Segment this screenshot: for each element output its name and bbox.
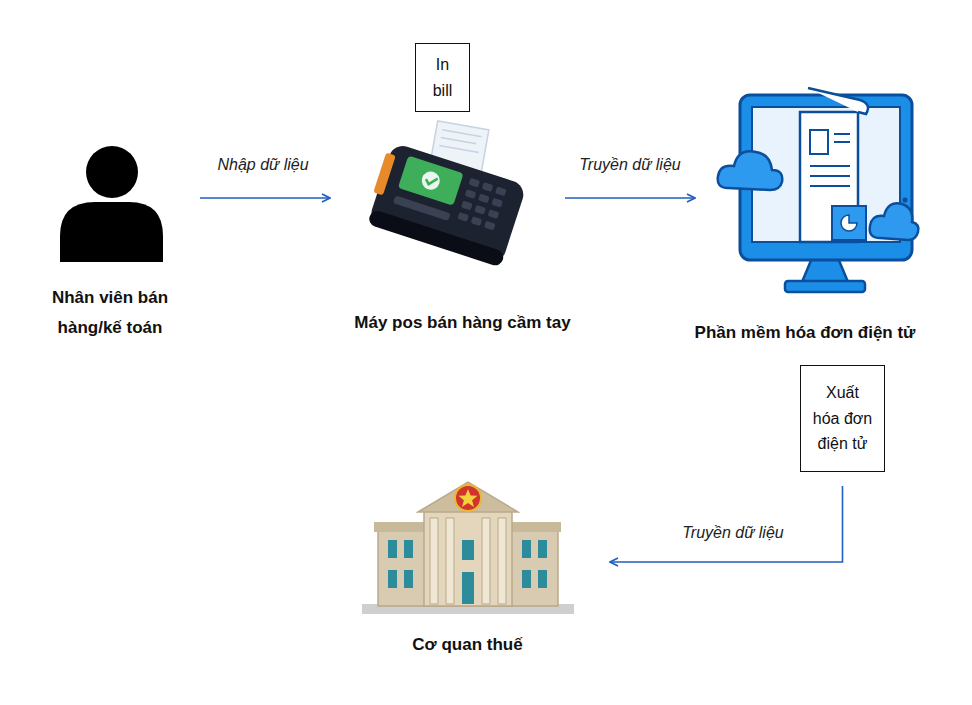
edge-label: Truyền dữ liệu	[579, 156, 680, 174]
illustration-part	[419, 169, 442, 192]
illustration-part	[482, 518, 490, 604]
note-box: In bill	[415, 43, 470, 112]
illustration-part	[404, 570, 413, 588]
illustration-part	[393, 195, 451, 221]
illustration-part	[455, 485, 481, 511]
illustration-part	[373, 153, 395, 196]
flow-arrow	[200, 197, 330, 199]
illustration-part	[459, 489, 478, 507]
illustration-part	[785, 281, 865, 292]
note-box: Xuất hóa đơn điện tử	[800, 365, 885, 472]
illustration-part	[810, 175, 850, 177]
illustration-part	[810, 165, 850, 167]
actor-node: Nhân viên bán hàng/kế toán	[20, 145, 200, 262]
illustration-part	[404, 540, 413, 558]
illustration-part	[398, 155, 464, 205]
illustration-part	[471, 216, 483, 226]
illustration-part	[488, 209, 500, 219]
illustration-part	[498, 518, 506, 604]
illustration-part	[60, 202, 163, 262]
illustration-part	[491, 198, 503, 208]
building-icon	[362, 482, 574, 614]
illustration-part	[484, 221, 496, 231]
illustration-part	[870, 203, 919, 240]
illustration-part	[367, 209, 505, 267]
illustration-part	[834, 141, 850, 143]
illustration-part	[430, 518, 506, 604]
illustration-part	[474, 205, 486, 215]
illustration-part	[841, 215, 857, 231]
flow-arrow	[610, 486, 843, 562]
illustration-part	[465, 189, 477, 199]
illustration-part	[832, 206, 866, 240]
illustration-part	[522, 540, 531, 558]
authority-node: Cơ quan thuế	[360, 480, 610, 612]
illustration-part	[468, 178, 480, 188]
illustration-part	[538, 540, 547, 558]
node-label: In bill	[416, 52, 469, 103]
illustration-part	[506, 522, 561, 532]
illustration-part	[393, 157, 507, 235]
illustration-part	[810, 185, 850, 187]
pos-terminal-icon	[363, 102, 539, 268]
illustration-part	[800, 112, 858, 242]
illustration-part	[482, 182, 494, 192]
illustration-part	[439, 145, 478, 152]
illustration-part	[430, 518, 438, 604]
illustration-part	[374, 522, 429, 532]
illustration-part	[461, 201, 473, 211]
illustration-part	[388, 540, 397, 558]
illustration-part	[424, 510, 512, 606]
software-node: Phần mềm hóa đơn điện tử	[695, 85, 935, 300]
node-label: Xuất hóa đơn điện tử	[801, 380, 884, 457]
illustration-part	[418, 482, 518, 512]
edge-label: Truyền dữ liệu	[682, 524, 783, 542]
illustration-part	[495, 186, 507, 196]
illustration-part	[388, 570, 397, 588]
node-label: Nhân viên bán hàng/kế toán	[35, 283, 185, 343]
node-label: Máy pos bán hàng cầm tay	[330, 308, 595, 338]
illustration-part	[442, 130, 481, 137]
node-label: Phần mềm hóa đơn điện tử	[665, 318, 945, 348]
person-icon	[60, 146, 163, 262]
illustration-part	[441, 138, 476, 144]
illustration-part	[462, 572, 474, 604]
illustration-part	[478, 194, 490, 204]
illustration-part	[425, 175, 438, 186]
illustration-part	[538, 570, 547, 588]
illustration-part	[522, 570, 531, 588]
illustration-part	[834, 133, 850, 135]
illustration-part	[903, 198, 908, 203]
device-node: Máy pos bán hàng cầm tay	[330, 140, 565, 260]
illustration-part	[718, 151, 783, 190]
illustration-part	[802, 258, 848, 282]
edge-label: Nhập dữ liệu	[217, 156, 308, 174]
illustration-part	[457, 212, 469, 222]
illustration-part	[86, 146, 138, 198]
illustration-part	[808, 88, 868, 114]
monitor-icon	[718, 88, 919, 292]
illustration-part	[810, 130, 828, 154]
flow-arrow	[565, 197, 695, 199]
illustration-part	[462, 540, 474, 560]
illustration-part	[388, 540, 547, 604]
illustration-part	[446, 518, 454, 604]
node-label: Cơ quan thuế	[360, 630, 575, 660]
